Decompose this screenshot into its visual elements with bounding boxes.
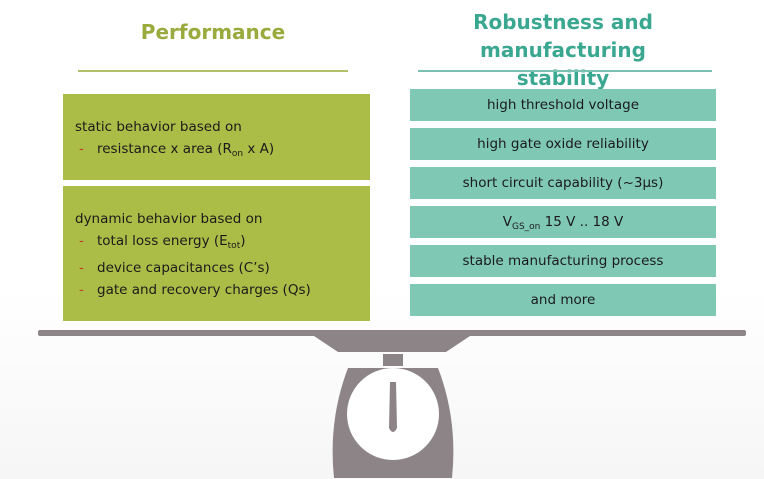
text: resistance x area (R	[97, 141, 232, 157]
static-behavior-box: static behavior based on -resistance x a…	[63, 94, 370, 180]
subscript: on	[231, 149, 244, 159]
dynamic-behavior-item: -total loss energy (Etot)	[75, 230, 370, 257]
bullet-dash: -	[79, 282, 84, 298]
bullet-dash: -	[79, 260, 84, 276]
text: device capacitances (C’s)	[97, 260, 270, 276]
robustness-item: stable manufacturing process	[410, 245, 716, 277]
subscript: tot	[227, 241, 241, 251]
static-behavior-item: -resistance x area (Ron x A)	[75, 138, 370, 165]
static-behavior-list: -resistance x area (Ron x A)	[75, 138, 370, 165]
text: and more	[530, 292, 596, 308]
text: gate and recovery charges (Q	[97, 282, 299, 298]
robustness-heading: Robustness and manufacturing stability	[410, 8, 716, 92]
robustness-heading-text: Robustness and manufacturing stability	[473, 10, 653, 90]
performance-underline	[78, 70, 348, 72]
dynamic-behavior-title: dynamic behavior based on	[75, 211, 263, 227]
bullet-dash: -	[79, 141, 84, 157]
robustness-underline	[418, 70, 712, 72]
performance-heading: Performance	[140, 20, 286, 44]
text: high threshold voltage	[486, 97, 640, 113]
dynamic-behavior-list: -total loss energy (Etot)-device capacit…	[75, 230, 370, 301]
text: V	[502, 214, 512, 230]
text: 15 V .. 18 V	[540, 214, 624, 230]
robustness-item: VGS_on 15 V .. 18 V	[410, 206, 716, 238]
subscript: GS_on	[511, 222, 541, 232]
text: high gate oxide reliability	[477, 136, 649, 152]
static-behavior-title: static behavior based on	[75, 119, 242, 135]
robustness-item: short circuit capability (~3µs)	[410, 167, 716, 199]
text: s)	[298, 282, 311, 298]
bullet-dash: -	[79, 233, 84, 249]
text: )	[240, 233, 246, 249]
robustness-item: high gate oxide reliability	[410, 128, 716, 160]
dynamic-behavior-box: dynamic behavior based on -total loss en…	[63, 186, 370, 321]
dynamic-behavior-item: -gate and recovery charges (Qs)	[75, 279, 370, 301]
dynamic-behavior-item: -device capacitances (C’s)	[75, 257, 370, 279]
text: total loss energy (E	[97, 233, 228, 249]
text: short circuit capability (~3µs)	[462, 175, 664, 191]
robustness-list: high threshold voltage high gate oxide re…	[410, 89, 716, 323]
robustness-item: high threshold voltage	[410, 89, 716, 121]
text: x A)	[243, 141, 275, 157]
robustness-item: and more	[410, 284, 716, 316]
text: stable manufacturing process	[462, 253, 664, 269]
scale-beam	[38, 330, 746, 336]
